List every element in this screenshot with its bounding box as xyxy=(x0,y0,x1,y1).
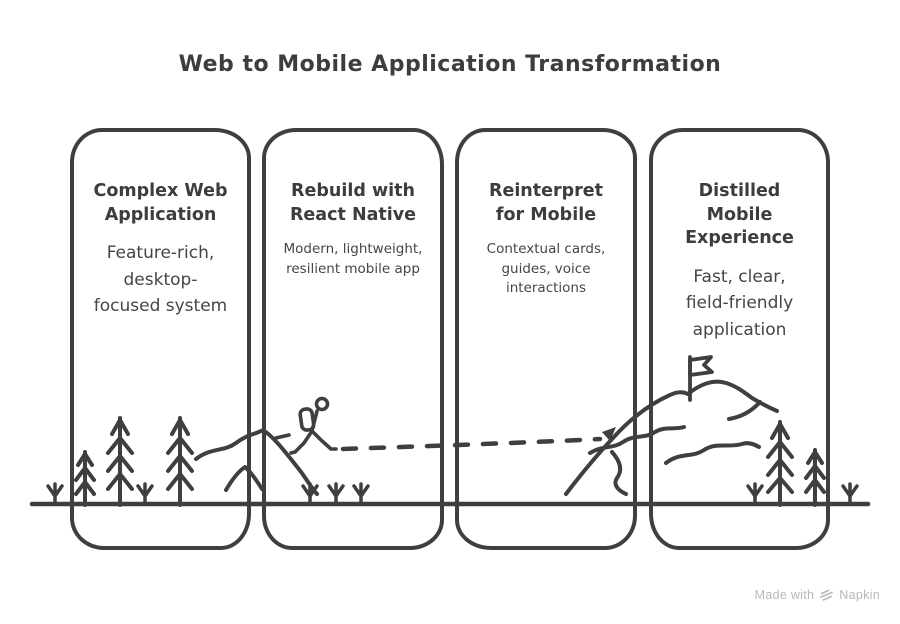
panel-title: Reinterpret for Mobile xyxy=(488,181,604,225)
made-with-label: Made with xyxy=(754,588,815,602)
panel-complex-web-application: Complex Web Application Feature-rich, de… xyxy=(70,128,251,550)
made-with-napkin-link[interactable]: Made with Napkin xyxy=(755,588,880,602)
panel-title: Distilled Mobile Experience xyxy=(685,181,794,249)
panel-body: Fast, clear, field-friendly application xyxy=(685,266,794,340)
panel-body: Feature-rich, desktop- focused system xyxy=(93,243,228,316)
panel-title: Rebuild with React Native xyxy=(289,181,417,225)
panel-title: Complex Web Application xyxy=(93,181,228,225)
panel-body: Modern, lightweight, resilient mobile ap… xyxy=(283,241,423,277)
panel-reinterpret-for-mobile: Reinterpret for Mobile Contextual cards,… xyxy=(455,128,637,550)
panel-body: Contextual cards, guides, voice interact… xyxy=(486,241,606,297)
page-title: Web to Mobile Application Transformation xyxy=(178,52,722,77)
napkin-logo-icon xyxy=(820,589,834,601)
brand-label: Napkin xyxy=(839,588,880,602)
panel-rebuild-react-native: Rebuild with React Native Modern, lightw… xyxy=(262,128,444,550)
panel-distilled-mobile-experience: Distilled Mobile Experience Fast, clear,… xyxy=(649,128,830,550)
